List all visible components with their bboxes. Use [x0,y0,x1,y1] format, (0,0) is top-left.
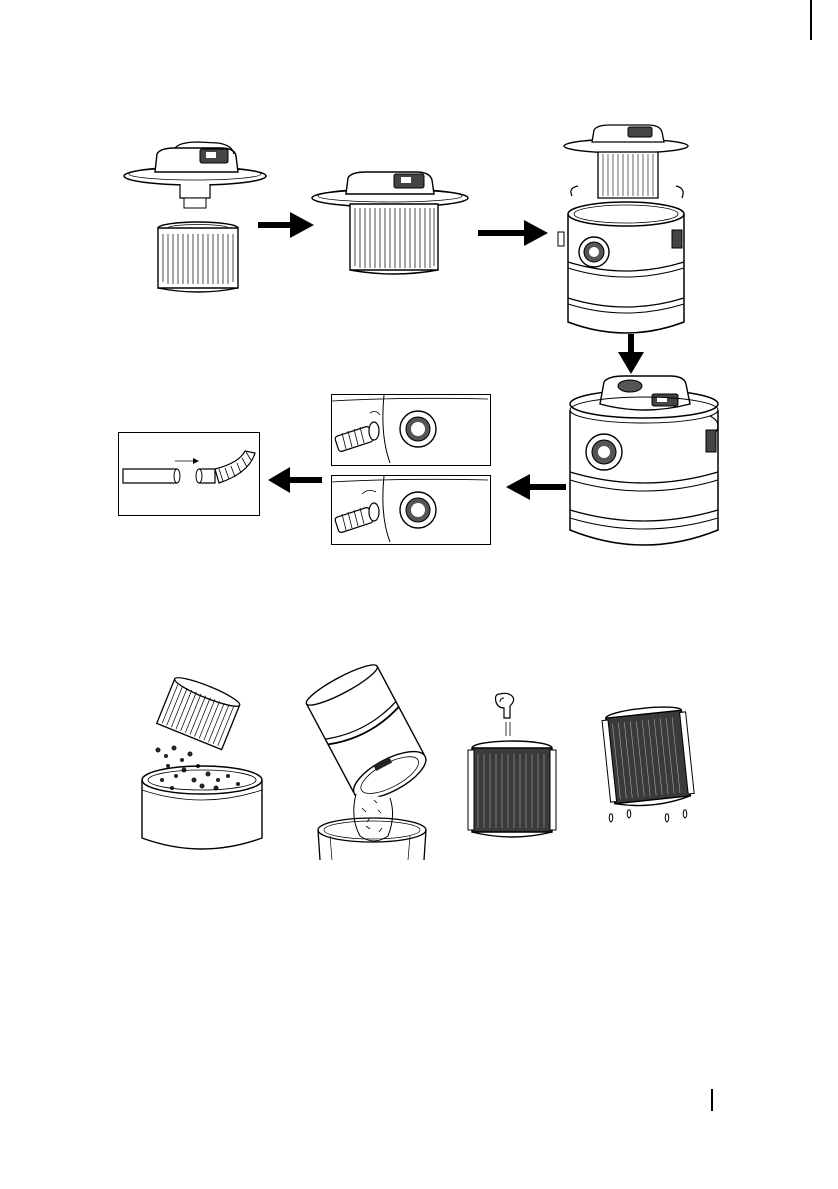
bottom-right-page-mark [711,1089,713,1111]
arrow-right-1 [258,210,314,240]
step-6-illustration [119,433,257,513]
step-3-illustration [558,122,698,340]
step-5-inset-bottom-illustration [332,476,488,542]
step-5-inset-top-illustration [332,395,488,463]
arrow-right-2 [478,218,548,248]
arrow-left-2 [268,465,322,495]
top-right-crop-mark [810,0,812,40]
clean-3-illustration [464,690,560,840]
clean-2-illustration [300,668,440,862]
step-1-illustration [120,140,270,300]
arrow-left-1 [506,472,566,502]
clean-4-illustration [600,706,696,830]
clean-1-illustration [138,676,268,860]
arrow-down [616,334,646,374]
step-2-illustration [310,168,470,278]
step-4-illustration [560,370,726,554]
